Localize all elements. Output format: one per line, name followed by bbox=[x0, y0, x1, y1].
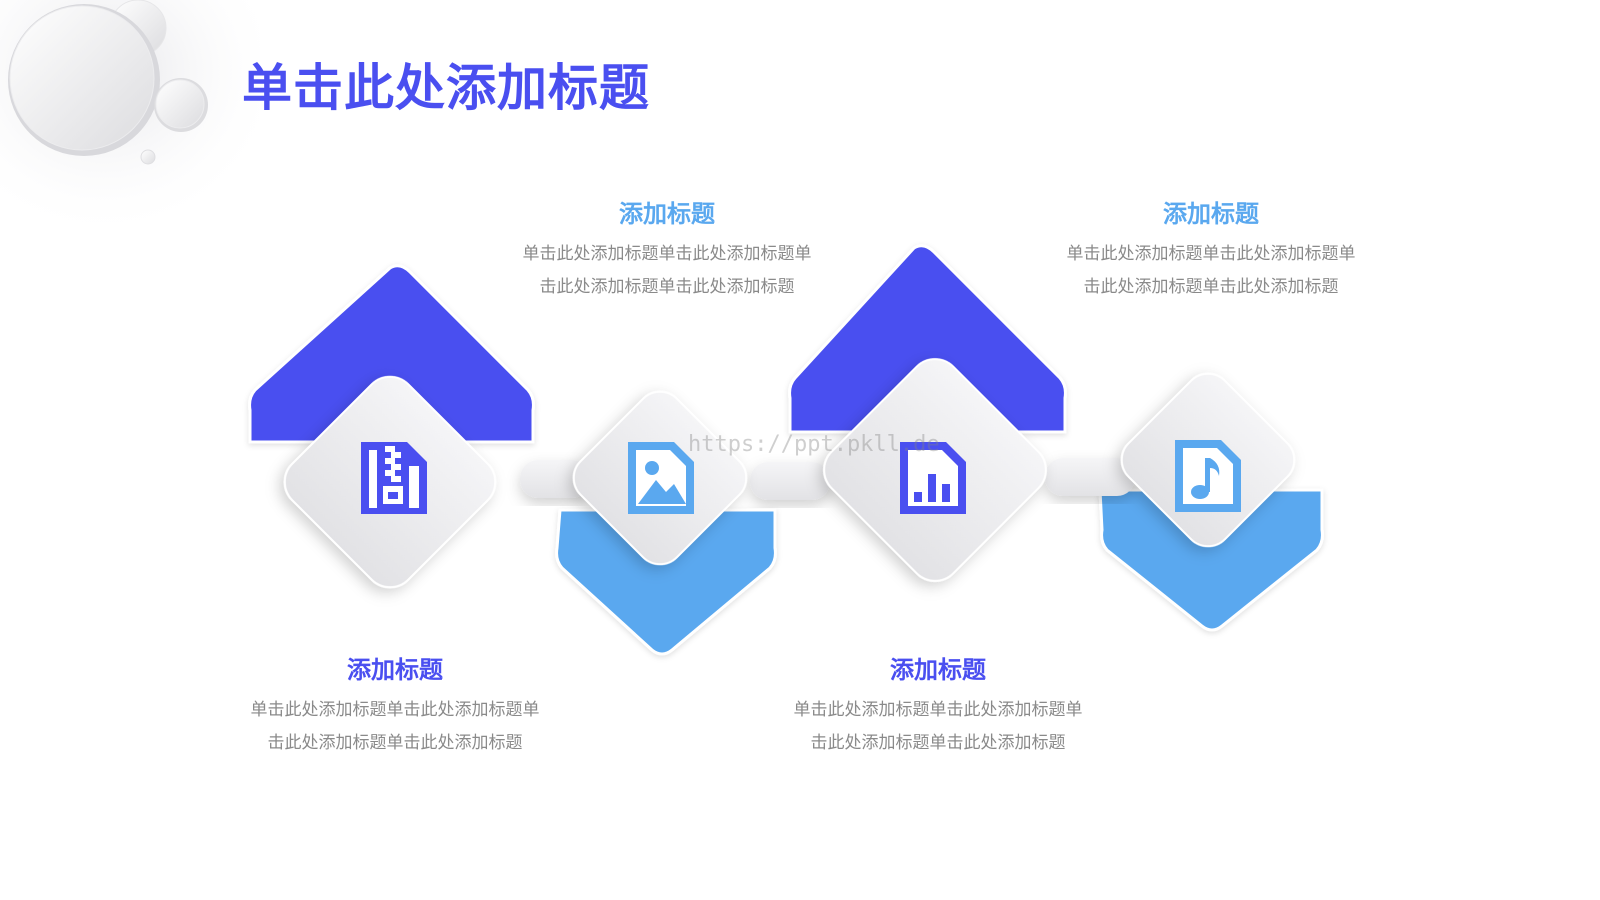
step-4-text: 添加标题 单击此处添加标题单击此处添加标题单击此处添加标题单击此处添加标题 bbox=[1061, 198, 1361, 304]
connector-2 bbox=[750, 462, 830, 500]
step-2-heading[interactable]: 添加标题 bbox=[619, 200, 715, 228]
step-1-text: 添加标题 单击此处添加标题单击此处添加标题单击此处添加标题单击此处添加标题 bbox=[245, 654, 545, 760]
step-4-body[interactable]: 单击此处添加标题单击此处添加标题单击此处添加标题单击此处添加标题 bbox=[1066, 244, 1356, 297]
slide-title[interactable]: 单击此处添加标题 bbox=[242, 59, 650, 117]
connector-3 bbox=[1045, 458, 1135, 496]
accent-chevron-3 bbox=[788, 244, 1067, 434]
accent-chevron-4 bbox=[1098, 488, 1324, 632]
step-3-body[interactable]: 单击此处添加标题单击此处添加标题单击此处添加标题单击此处添加标题 bbox=[793, 700, 1083, 753]
connector-1 bbox=[520, 460, 590, 498]
step-1-heading[interactable]: 添加标题 bbox=[347, 656, 443, 684]
step-2-body[interactable]: 单击此处添加标题单击此处添加标题单击此处添加标题单击此处添加标题 bbox=[522, 244, 812, 297]
accent-chevron-1 bbox=[248, 264, 535, 444]
chart-file-icon bbox=[900, 442, 966, 514]
watermark: https://ppt.pkll.de bbox=[688, 432, 940, 457]
music-file-icon bbox=[1175, 440, 1241, 512]
step-2-text: 添加标题 单击此处添加标题单击此处添加标题单击此处添加标题单击此处添加标题 bbox=[517, 198, 817, 304]
step-1-body[interactable]: 单击此处添加标题单击此处添加标题单击此处添加标题单击此处添加标题 bbox=[250, 700, 540, 753]
accent-chevron-2 bbox=[555, 508, 777, 656]
step-3-heading[interactable]: 添加标题 bbox=[890, 656, 986, 684]
step-4-heading[interactable]: 添加标题 bbox=[1163, 200, 1259, 228]
step-3-text: 添加标题 单击此处添加标题单击此处添加标题单击此处添加标题单击此处添加标题 bbox=[788, 654, 1088, 760]
decorative-bubbles bbox=[0, 0, 260, 240]
zip-file-icon bbox=[361, 442, 427, 514]
image-file-icon bbox=[628, 442, 694, 514]
